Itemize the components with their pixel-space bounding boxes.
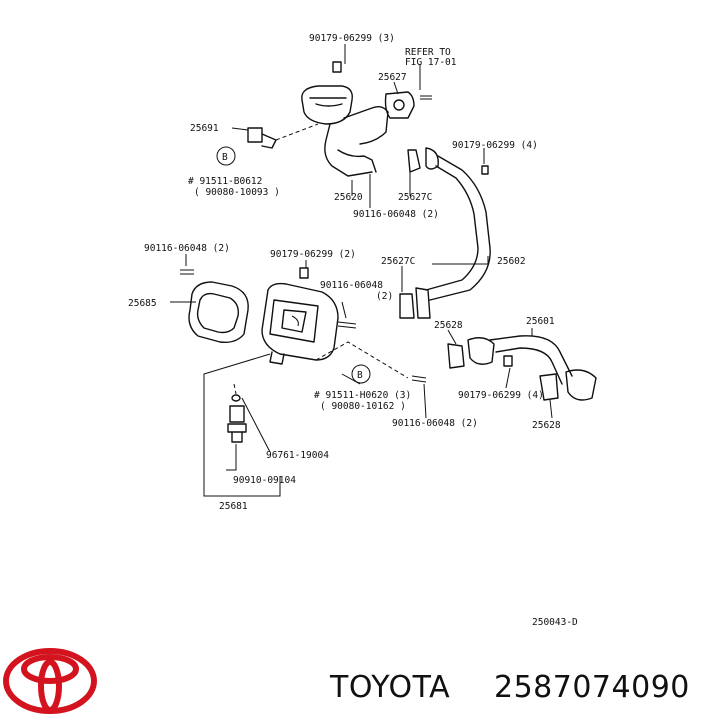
label-25601: 25601: [526, 316, 555, 327]
label-b-top: B: [222, 152, 228, 163]
label-96761-19004: 96761-19004: [266, 450, 329, 461]
label-25627c-a: 25627C: [398, 192, 432, 203]
label-90910-09104: 90910-09104: [233, 475, 296, 486]
label-25620: 25620: [334, 192, 363, 203]
leader-lines: [170, 44, 553, 497]
label-25691: 25691: [190, 123, 219, 134]
label-25602: 25602: [497, 256, 526, 267]
label-90116-06048-c: 90116-06048: [320, 280, 383, 291]
label-diagram-ref: 250043-D: [532, 617, 578, 628]
callout-b-mid: [351, 364, 371, 384]
label-fig: FIG 17-01: [405, 57, 457, 68]
label-25685: 25685: [128, 298, 157, 309]
part-labels: 90179-06299 (3) REFER TO FIG 17-01 25627…: [128, 33, 578, 628]
label-25628-b: 25628: [532, 420, 561, 431]
label-90179-06299-3: 90179-06299 (3): [309, 33, 395, 44]
egr-cooler-drawing: [180, 267, 427, 383]
label-90116-06048-2d: 90116-06048 (2): [392, 418, 478, 429]
callout-b-top: [216, 146, 236, 166]
label-90080-10093: ( 90080-10093 ): [194, 187, 280, 198]
label-90080-10162: ( 90080-10162 ): [320, 401, 406, 412]
label-91511-h0620: # 91511-H0620 (3): [314, 390, 411, 401]
label-25628-a: 25628: [434, 320, 463, 331]
brand-name: TOYOTA: [329, 670, 450, 705]
label-90179-06299-4b: 90179-06299 (4): [458, 390, 544, 401]
label-b-mid: B: [357, 370, 363, 381]
label-91511-b0612: # 91511-B0612: [188, 176, 262, 187]
label-refer-to: REFER TO: [405, 47, 451, 58]
egr-pipe-25601-drawing: [447, 335, 597, 401]
label-qty-2: (2): [376, 291, 393, 302]
egr-pipe-25602-drawing: [399, 147, 491, 319]
label-90179-06299-4a: 90179-06299 (4): [452, 140, 538, 151]
label-25681: 25681: [219, 501, 248, 512]
temperature-sensor-drawing: [227, 383, 247, 443]
label-90116-06048-2a: 90116-06048 (2): [353, 209, 439, 220]
label-90179-06299-2: 90179-06299 (2): [270, 249, 356, 260]
part-number: 2587074090: [494, 670, 690, 705]
label-25627: 25627: [378, 72, 407, 83]
label-90116-06048-2b: 90116-06048 (2): [144, 243, 230, 254]
toyota-logo-icon: [3, 648, 97, 714]
egr-valve-drawing: [247, 61, 432, 177]
label-25627c-b: 25627C: [381, 256, 415, 267]
